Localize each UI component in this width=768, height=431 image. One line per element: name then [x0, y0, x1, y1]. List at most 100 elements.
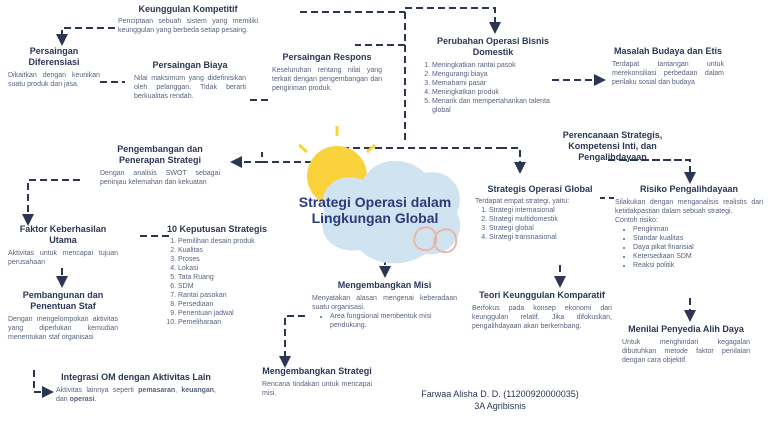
- node-text: Untuk menghindari kegagalan dibutuhkan m…: [622, 339, 750, 364]
- node-list: Pemilihan desain produk Kualitas Proses …: [162, 237, 272, 327]
- node-title: Mengembangkan Misi: [337, 280, 432, 290]
- text-segment: ,: [175, 387, 182, 394]
- list-item: Strategi multidomestik: [489, 215, 605, 224]
- node-mengembangkan-misi: Mengembangkan Misi Menyatakan alasan men…: [312, 280, 457, 330]
- text-bold: pemasaran: [138, 387, 176, 394]
- node-menilai-penyedia: Menilai Penyedia Alih Daya Untuk menghin…: [622, 324, 750, 365]
- node-perubahan-operasi: Perubahan Operasi Bisnis Domestik Mening…: [418, 36, 568, 115]
- author-class: 3A Agribisnis: [474, 401, 526, 411]
- node-title: Keunggulan Kompetitif: [138, 4, 238, 14]
- list-item: Pemeliharaan: [178, 318, 272, 327]
- node-persaingan-diferensiasi: Persaingan Diferensiasi Dikaitkan dengan…: [8, 46, 100, 89]
- list-item: SDM: [178, 282, 272, 291]
- author-block: Farwaa Alisha D. D. (11200920000035) 3A …: [395, 388, 605, 412]
- center-title: Strategi Operasi dalam Lingkungan Global: [298, 194, 452, 226]
- line-to-perencanaan: [500, 147, 526, 174]
- node-pembangunan-staf: Pembangunan dan Penentuan Staf Dengan me…: [8, 290, 118, 342]
- node-text: Dengan mengelompokan aktivitas yang dipe…: [8, 316, 118, 341]
- node-masalah-budaya: Masalah Budaya dan Etis Terdapat tantang…: [612, 46, 724, 87]
- node-title: Mengembangkan Strategi: [262, 366, 372, 376]
- line-to-faktor: [22, 179, 80, 226]
- list-item: Pemilihan desain produk: [178, 237, 272, 246]
- list-item: Memahami pasar: [432, 79, 568, 88]
- list-item: Strategi transnasional: [489, 233, 605, 242]
- list-item: Penentuan jadwal: [178, 309, 272, 318]
- node-text: Aktivitas untuk mencapai tujuan perusaha…: [8, 250, 118, 266]
- node-title: 10 Keputusan Strategis: [166, 224, 268, 234]
- node-text: Rencana tindakan untuk mencapai misi.: [262, 381, 372, 397]
- node-sepuluh-keputusan: 10 Keputusan Strategis Pemilihan desain …: [162, 224, 272, 327]
- list-item: Daya pikat finansial: [633, 243, 763, 252]
- list-item: Proses: [178, 255, 272, 264]
- list-item: Menarik dan mempertahankan talenta globa…: [432, 97, 568, 115]
- text-segment: .: [94, 396, 97, 403]
- node-title: Perencanaan Strategis, Kompetensi Inti, …: [562, 130, 663, 162]
- node-list: Strategi internasional Strategi multidom…: [475, 206, 605, 242]
- node-title: Masalah Budaya dan Etis: [613, 46, 723, 56]
- node-text: Berfokus pada konsep ekonomi dari keungg…: [472, 305, 612, 330]
- node-text: Nilai maksimum yang didefinisikan oleh p…: [134, 75, 246, 100]
- line-to-diferensiasi: [56, 27, 115, 46]
- node-text: Dengan analisis SWOT sebagai peninjau ke…: [100, 170, 220, 186]
- node-integrasi-om: Integrasi OM dengan Aktivitas Lain Aktiv…: [56, 372, 216, 404]
- list-item: Reaksi politik: [633, 261, 763, 270]
- node-title: Persaingan Respons: [282, 52, 372, 62]
- node-text: Dikaitkan dengan keunikan suatu produk d…: [8, 72, 100, 88]
- line-to-integrasi: [33, 370, 54, 398]
- node-text: Terdapat tantangan untuk merekonsiliasi …: [612, 61, 724, 86]
- text-segment: , dan: [56, 387, 217, 403]
- node-list: Pengiriman Standar kualitas Daya pikat f…: [615, 225, 763, 270]
- node-text: Terdapat empat strategi, yaitu:: [475, 198, 570, 205]
- node-title: Risiko Pengalihdayaan: [639, 184, 739, 194]
- node-title: Persaingan Diferensiasi: [28, 46, 80, 67]
- list-item: Meningkatkan rantai pasok: [432, 61, 568, 70]
- node-title: Persaingan Biaya: [152, 60, 228, 70]
- list-item: Persediaan: [178, 300, 272, 309]
- node-text: Menyatakan alasan mengenai keberadaan su…: [312, 295, 457, 311]
- node-pengembangan-penerapan: Pengembangan dan Penerapan Strategi Deng…: [100, 144, 220, 187]
- text-bold: keuangan: [181, 387, 215, 394]
- node-title: Strategis Operasi Global: [487, 184, 593, 194]
- list-item: Ketersediaan SDM: [633, 252, 763, 261]
- node-title: Menilai Penyedia Alih Daya: [628, 324, 744, 334]
- node-title: Pengembangan dan Penerapan Strategi: [117, 144, 203, 165]
- list-item: Strategi global: [489, 224, 605, 233]
- list-item: Tata Ruang: [178, 273, 272, 282]
- node-persaingan-biaya: Persaingan Biaya Nilai maksimum yang did…: [134, 60, 246, 101]
- list-item: Pengiriman: [633, 225, 763, 234]
- node-text: Keseluruhan rentang nilai yang terkait d…: [272, 67, 382, 92]
- node-title: Faktor Keberhasilan Utama: [19, 224, 107, 245]
- node-mengembangkan-strategi: Mengembangkan Strategi Rencana tindakan …: [262, 366, 372, 398]
- list-item: Area fungsional membentuk misi pendukung…: [330, 312, 457, 330]
- cloud-shape: [322, 160, 461, 264]
- node-persaingan-respons: Persaingan Respons Keseluruhan rentang n…: [272, 52, 382, 93]
- list-item: Rantai pasokan: [178, 291, 272, 300]
- list-item: Meningkatkan produk: [432, 88, 568, 97]
- node-list: Meningkatkan rantai pasok Mengurangi bia…: [418, 61, 568, 115]
- text-segment: Aktivitas lainnya seperti: [56, 387, 139, 394]
- node-perencanaan: Perencanaan Strategis, Kompetensi Inti, …: [545, 130, 680, 163]
- node-faktor-keberhasilan: Faktor Keberhasilan Utama Aktivitas untu…: [8, 224, 118, 267]
- list-item: Strategi internasional: [489, 206, 605, 215]
- author-name: Farwaa Alisha D. D. (11200920000035): [421, 389, 579, 399]
- center-illustration: [298, 126, 461, 264]
- node-title: Pembangunan dan Penentuan Staf: [22, 290, 104, 311]
- list-item: Lokasi: [178, 264, 272, 273]
- list-item: Mengurangi biaya: [432, 70, 568, 79]
- node-text: Contoh risiko:: [615, 217, 658, 224]
- node-text: Penciptaan sebuah sistem yang memiliki k…: [118, 18, 258, 34]
- list-item: Standar kualitas: [633, 234, 763, 243]
- node-title: Perubahan Operasi Bisnis Domestik: [436, 36, 550, 57]
- node-teori-keunggulan: Teori Keunggulan Komparatif Berfokus pad…: [472, 290, 612, 331]
- line-to-strategi: [279, 315, 305, 368]
- node-text: Silakukan dengan menganalisis realistis …: [615, 199, 763, 215]
- node-strategis-operasi-global: Strategis Operasi Global Terdapat empat …: [475, 184, 605, 242]
- text-bold: operasi: [69, 396, 95, 403]
- node-title: Teori Keunggulan Komparatif: [479, 290, 605, 300]
- node-keunggulan-kompetitif: Keunggulan Kompetitif Penciptaan sebuah …: [118, 4, 258, 35]
- line-to-perubahan: [404, 7, 501, 140]
- node-list: Area fungsional membentuk misi pendukung…: [312, 312, 457, 330]
- node-risiko-pengalihdayaan: Risiko Pengalihdayaan Silakukan dengan m…: [615, 184, 763, 270]
- node-text: Aktivitas lainnya seperti pemasaran, keu…: [56, 386, 216, 404]
- list-item: Kualitas: [178, 246, 272, 255]
